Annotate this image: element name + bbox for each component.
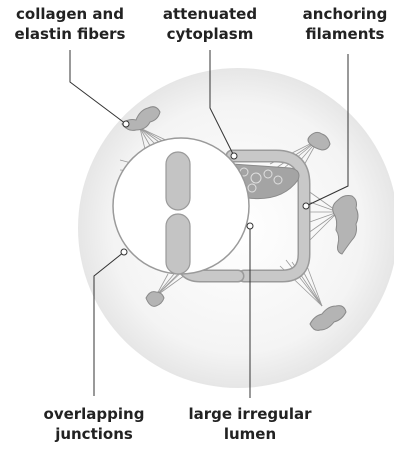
label-junctions-line1: overlapping bbox=[30, 404, 158, 424]
label-collagen-elastin-fibers: collagen and elastin fibers bbox=[2, 4, 138, 44]
overlapping-flap-lower bbox=[166, 214, 190, 274]
junction-magnifier bbox=[113, 138, 249, 274]
label-attenuated-cytoplasm: attenuated cytoplasm bbox=[150, 4, 270, 44]
label-anchoring-filaments: anchoring filaments bbox=[296, 4, 394, 44]
label-overlapping-junctions: overlapping junctions bbox=[30, 404, 158, 444]
label-collagen-line1: collagen and bbox=[2, 4, 138, 24]
label-lumen-line2: lumen bbox=[180, 424, 320, 444]
overlapping-flap-upper bbox=[166, 152, 190, 210]
label-junctions-line2: junctions bbox=[30, 424, 158, 444]
label-lumen-line1: large irregular bbox=[180, 404, 320, 424]
label-collagen-line2: elastin fibers bbox=[2, 24, 138, 44]
leader-collagen bbox=[70, 50, 126, 124]
label-anchoring-line1: anchoring bbox=[296, 4, 394, 24]
label-large-irregular-lumen: large irregular lumen bbox=[180, 404, 320, 444]
label-cytoplasm-line1: attenuated bbox=[150, 4, 270, 24]
label-anchoring-line2: filaments bbox=[296, 24, 394, 44]
label-cytoplasm-line2: cytoplasm bbox=[150, 24, 270, 44]
